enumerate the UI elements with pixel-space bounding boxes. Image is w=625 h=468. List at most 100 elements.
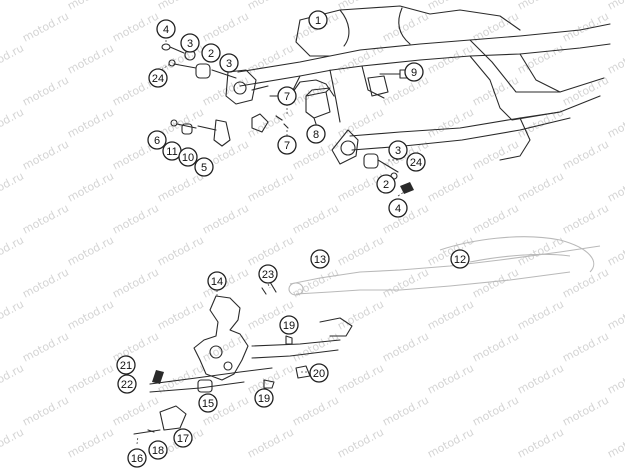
callout-circle [310, 249, 330, 269]
callout-17: 17 [173, 428, 193, 448]
callout-label: 19 [258, 393, 270, 405]
watermark-text: motod.ru [0, 361, 26, 396]
watermark-text: motod.ru [425, 361, 476, 396]
callout-circle [117, 374, 137, 394]
callout-label: 7 [284, 140, 290, 152]
watermark-text: motod.ru [515, 0, 566, 13]
watermark-text: motod.ru [605, 41, 625, 76]
side-stand-drawing [133, 295, 341, 435]
callout-24: 24 [406, 152, 426, 172]
callout-circle [404, 62, 424, 82]
callout-13: 13 [310, 249, 330, 269]
callout-circle [148, 440, 168, 460]
watermark-text: motod.ru [0, 0, 26, 13]
callout-circle [388, 140, 408, 160]
watermark-text: motod.ru [65, 361, 116, 396]
callout-circle [306, 124, 326, 144]
callout-label: 9 [411, 67, 417, 79]
watermark-text: motod.ru [65, 0, 116, 13]
watermark-text: motod.ru [605, 425, 625, 460]
watermark-text: motod.ru [335, 361, 386, 396]
callout-circle [148, 68, 168, 88]
watermark-text: motod.ru [20, 329, 71, 364]
callout-circle [147, 130, 167, 150]
callout-label: 5 [201, 162, 207, 174]
callout-circle [309, 363, 329, 383]
callout-15: 15 [198, 393, 218, 413]
callout-3: 3 [388, 140, 408, 160]
watermark-text: motod.ru [65, 233, 116, 268]
callout-label: 7 [284, 91, 290, 103]
callout-circle [156, 19, 176, 39]
callout-label: 24 [152, 73, 164, 85]
callout-label: 13 [314, 254, 326, 266]
watermark-text: motod.ru [20, 9, 71, 44]
watermark-text: motod.ru [560, 265, 611, 300]
watermark-text: motod.ru [605, 297, 625, 332]
callout-9: 9 [404, 62, 424, 82]
callout-circle [127, 448, 147, 468]
callout-label: 2 [383, 179, 389, 191]
mount-bracket-drawing [251, 87, 331, 133]
callout-label: 18 [152, 445, 164, 457]
watermark-text: motod.ru [110, 201, 161, 236]
watermark-text: motod.ru [20, 201, 71, 236]
callout-label: 23 [262, 269, 274, 281]
watermark-text: motod.ru [20, 73, 71, 108]
callout-16: 16 [127, 448, 147, 468]
watermark-text: motod.ru [245, 169, 296, 204]
watermark-text: motod.ru [20, 393, 71, 428]
callout-label: 8 [313, 129, 319, 141]
watermark-text: motod.ru [290, 393, 341, 428]
watermark-text: motod.ru [335, 41, 386, 76]
watermark-text: motod.ru [110, 265, 161, 300]
watermark-text: motod.ru [380, 329, 431, 364]
callout-circle [258, 264, 278, 284]
watermark-text: motod.ru [380, 393, 431, 428]
callout-circle [388, 198, 408, 218]
callout-circle [198, 393, 218, 413]
watermark-text: motod.ru [605, 361, 625, 396]
callout-22: 22 [117, 374, 137, 394]
callout-circle [277, 86, 297, 106]
callout-circle [116, 355, 136, 375]
callout-6: 6 [147, 130, 167, 150]
watermark-text: motod.ru [515, 233, 566, 268]
callout-label: 16 [131, 453, 143, 465]
callout-2: 2 [376, 174, 396, 194]
watermark-text: motod.ru [335, 297, 386, 332]
callout-label: 6 [154, 135, 160, 147]
callout-label: 22 [121, 379, 133, 391]
watermark-text: motod.ru [65, 169, 116, 204]
watermark-text: motod.ru [155, 0, 206, 13]
callout-circle [219, 53, 239, 73]
callout-19: 19 [254, 388, 274, 408]
callout-label: 11 [166, 146, 177, 158]
watermark-text: motod.ru [0, 105, 26, 140]
rear-mount-drawing [331, 129, 414, 194]
callout-label: 3 [395, 145, 401, 157]
watermark-text: motod.ru [155, 233, 206, 268]
callout-circle [406, 152, 426, 172]
callout-circle [277, 135, 297, 155]
watermark-text: motod.ru [0, 169, 26, 204]
watermark-text: motod.ru [65, 297, 116, 332]
watermark-text: motod.ru [470, 73, 521, 108]
watermark-text: motod.ru [245, 41, 296, 76]
watermark-text: motod.ru [0, 41, 26, 76]
callout-circle [194, 157, 214, 177]
watermark-text: motod.ru [605, 169, 625, 204]
callout-23: 23 [258, 264, 278, 284]
callout-circle [254, 388, 274, 408]
callout-label: 12 [454, 254, 466, 266]
watermark-text: motod.ru [245, 233, 296, 268]
callout-18: 18 [148, 440, 168, 460]
callout-label: 17 [177, 433, 189, 445]
callout-label: 3 [226, 58, 232, 70]
watermark-text: motod.ru [470, 329, 521, 364]
watermark-text: motod.ru [560, 9, 611, 44]
watermark-text: motod.ru [110, 329, 161, 364]
callout-label: 15 [202, 398, 214, 410]
callout-12: 12 [450, 249, 470, 269]
callout-11: 11 [162, 141, 182, 161]
